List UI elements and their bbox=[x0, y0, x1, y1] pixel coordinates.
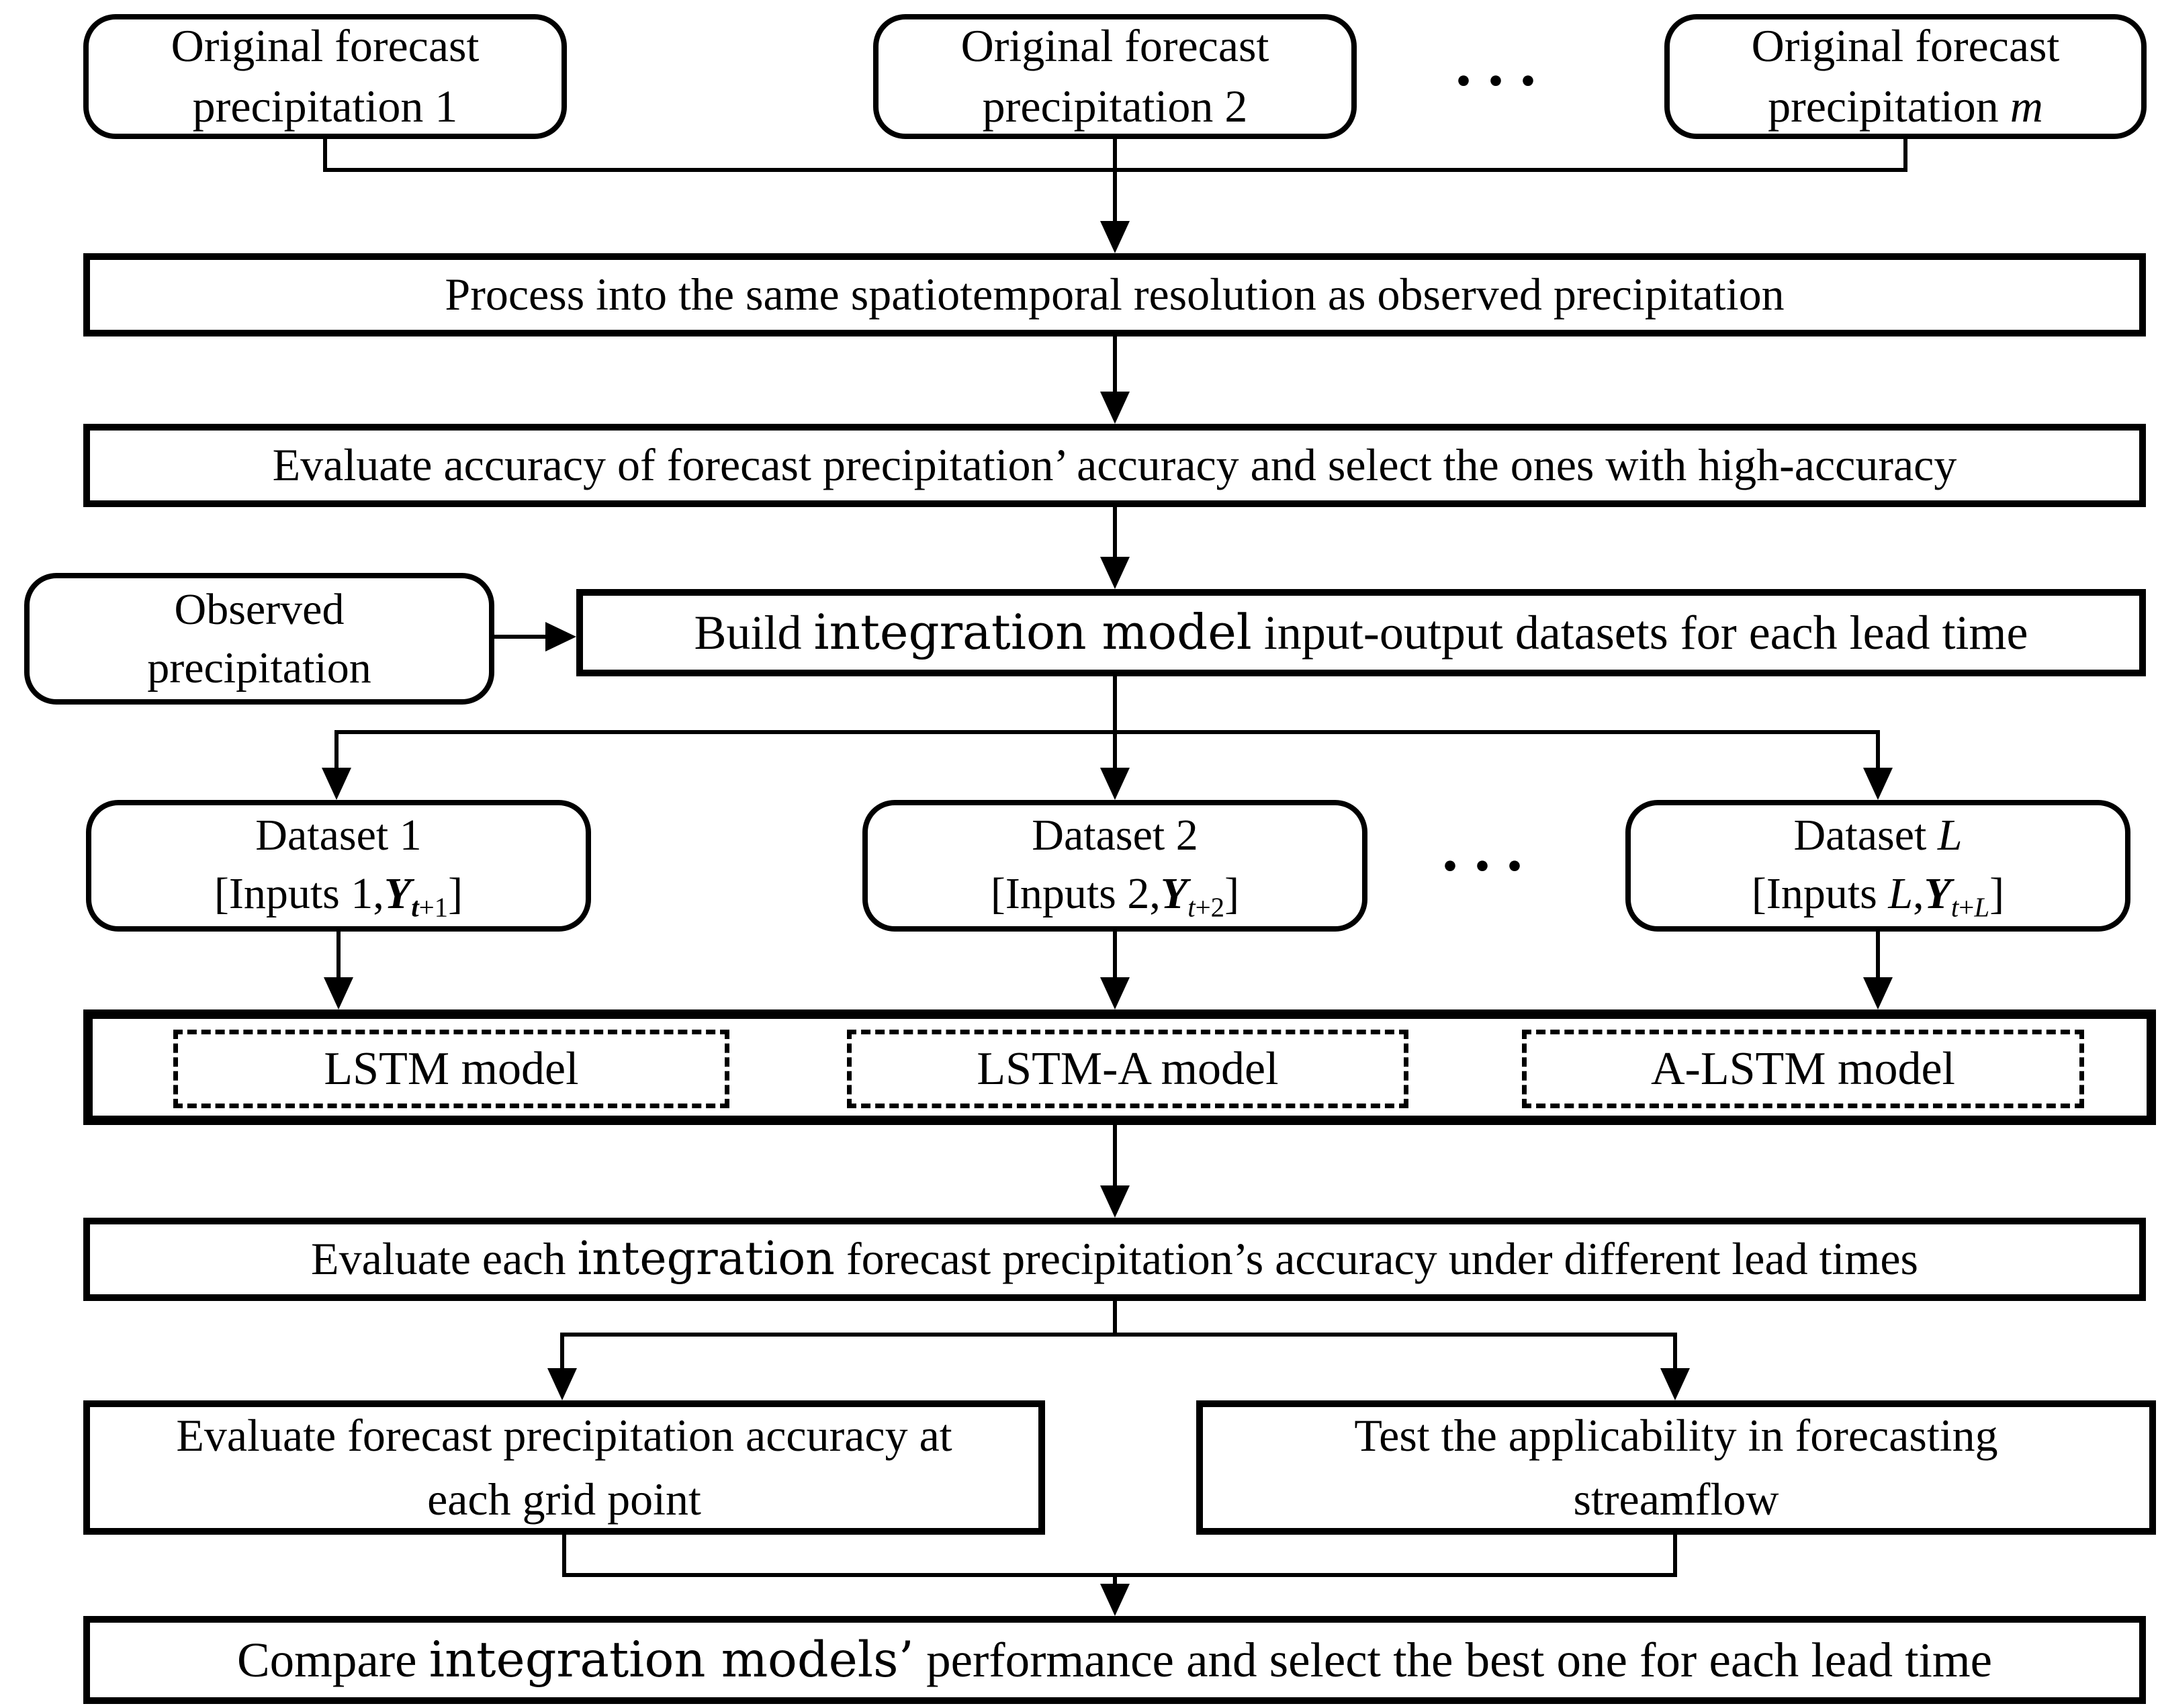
arrowhead-right bbox=[545, 622, 576, 651]
connector-line bbox=[1113, 730, 1117, 769]
arrowhead-down bbox=[1100, 1584, 1130, 1616]
node-text-line: Original forecast bbox=[171, 20, 480, 72]
node-text-line: Original forecast bbox=[1751, 20, 2060, 72]
connector-line bbox=[1876, 932, 1880, 980]
node-observed-precipitation: Observed precipitation bbox=[24, 573, 494, 705]
node-dataset-1: Dataset 1 [Inputs 1,Yt+1] bbox=[86, 800, 591, 932]
connector-line bbox=[1113, 1301, 1117, 1335]
node-text-line: Observed bbox=[174, 584, 345, 634]
connector-line bbox=[1903, 139, 1907, 170]
arrowhead-down bbox=[1100, 977, 1130, 1009]
node-text-line: precipitation bbox=[147, 643, 371, 692]
connector-line bbox=[1673, 1535, 1677, 1575]
node-original-forecast-1: Original forecast precipitation 1 bbox=[83, 14, 567, 139]
arrowhead-down bbox=[1660, 1368, 1690, 1400]
node-build-datasets: Build integration model input-output dat… bbox=[576, 589, 2146, 676]
node-text-line: Original forecast bbox=[960, 20, 1269, 72]
math-subscript: t+1 bbox=[411, 892, 449, 923]
connector-line bbox=[560, 1333, 564, 1370]
alt-font-phrase: integration models’ bbox=[429, 1631, 914, 1689]
node-text-line: precipitation 2 bbox=[982, 81, 1248, 132]
node-compare-models: Compare integration models’ performance … bbox=[83, 1616, 2146, 1704]
connector-line bbox=[1113, 507, 1117, 559]
node-lstm-a-model: LSTM-A model bbox=[847, 1030, 1408, 1108]
dataset-title: Dataset L bbox=[1793, 810, 1963, 860]
math-subscript: t+2 bbox=[1187, 892, 1225, 923]
connector-line bbox=[1113, 139, 1117, 221]
node-process-resolution: Process into the same spatiotemporal res… bbox=[83, 253, 2146, 336]
connector-line bbox=[1673, 1333, 1677, 1370]
arrowhead-down bbox=[1100, 557, 1130, 589]
node-original-forecast-2: Original forecast precipitation 2 bbox=[873, 14, 1357, 139]
alt-font-phrase: integration bbox=[577, 1232, 835, 1286]
arrowhead-down bbox=[1100, 221, 1130, 253]
math-subscript: t+L bbox=[1950, 892, 1990, 923]
connector-line bbox=[336, 730, 1880, 734]
node-text-line: precipitation m bbox=[1768, 81, 2043, 132]
node-a-lstm-model: A-LSTM model bbox=[1522, 1030, 2084, 1108]
connector-line bbox=[562, 1535, 566, 1575]
connector-line bbox=[1113, 336, 1117, 392]
connector-line bbox=[1113, 1573, 1117, 1586]
connector-line bbox=[1113, 676, 1117, 732]
arrowhead-down bbox=[1863, 977, 1893, 1009]
connector-line bbox=[1113, 1125, 1117, 1187]
arrowhead-down bbox=[322, 768, 351, 800]
node-grid-accuracy: Evaluate forecast precipitation accuracy… bbox=[83, 1400, 1045, 1535]
connector-line bbox=[334, 730, 339, 769]
math-var-Y: Y bbox=[1160, 868, 1188, 918]
node-evaluate-select-accuracy: Evaluate accuracy of forecast precipitat… bbox=[83, 424, 2146, 507]
node-original-forecast-m: Original forecast precipitation m bbox=[1664, 14, 2147, 139]
math-var-Y: Y bbox=[1924, 868, 1951, 918]
dataset-formula: [Inputs 2,Yt+2] bbox=[990, 868, 1240, 923]
math-var-L: L bbox=[1937, 810, 1963, 860]
connector-line bbox=[1876, 730, 1880, 769]
node-streamflow-test: Test the applicability in forecasting st… bbox=[1196, 1400, 2156, 1535]
connector-line bbox=[1113, 932, 1117, 980]
arrowhead-down bbox=[547, 1368, 577, 1400]
connector-line bbox=[336, 932, 341, 980]
connector-line bbox=[562, 1333, 1677, 1337]
connector-line bbox=[323, 139, 327, 170]
dataset-formula: [Inputs L,Yt+L] bbox=[1751, 868, 2005, 923]
ellipsis-mid: ··· bbox=[1439, 829, 1537, 901]
arrowhead-down bbox=[1863, 768, 1893, 800]
arrowhead-down bbox=[1100, 768, 1130, 800]
alt-font-phrase: integration model bbox=[813, 604, 1252, 661]
dataset-title: Dataset 1 bbox=[255, 810, 422, 860]
arrowhead-down bbox=[1100, 392, 1130, 424]
connector-line bbox=[494, 635, 548, 639]
dataset-title: Dataset 2 bbox=[1032, 810, 1198, 860]
math-var-Y: Y bbox=[384, 868, 412, 918]
node-text-line: precipitation 1 bbox=[192, 81, 458, 132]
arrowhead-down bbox=[324, 977, 353, 1009]
node-lstm-model: LSTM model bbox=[173, 1030, 729, 1108]
node-evaluate-each-leadtime: Evaluate each integration forecast preci… bbox=[83, 1218, 2146, 1301]
ellipsis-top: ··· bbox=[1452, 44, 1550, 116]
math-var-m: m bbox=[2010, 81, 2043, 132]
node-dataset-L: Dataset L [Inputs L,Yt+L] bbox=[1625, 800, 2130, 932]
math-var-L: L bbox=[1888, 868, 1914, 918]
arrowhead-down bbox=[1100, 1185, 1130, 1218]
dataset-formula: [Inputs 1,Yt+1] bbox=[214, 868, 463, 923]
connector-line bbox=[562, 1573, 1677, 1577]
node-dataset-2: Dataset 2 [Inputs 2,Yt+2] bbox=[862, 800, 1367, 932]
